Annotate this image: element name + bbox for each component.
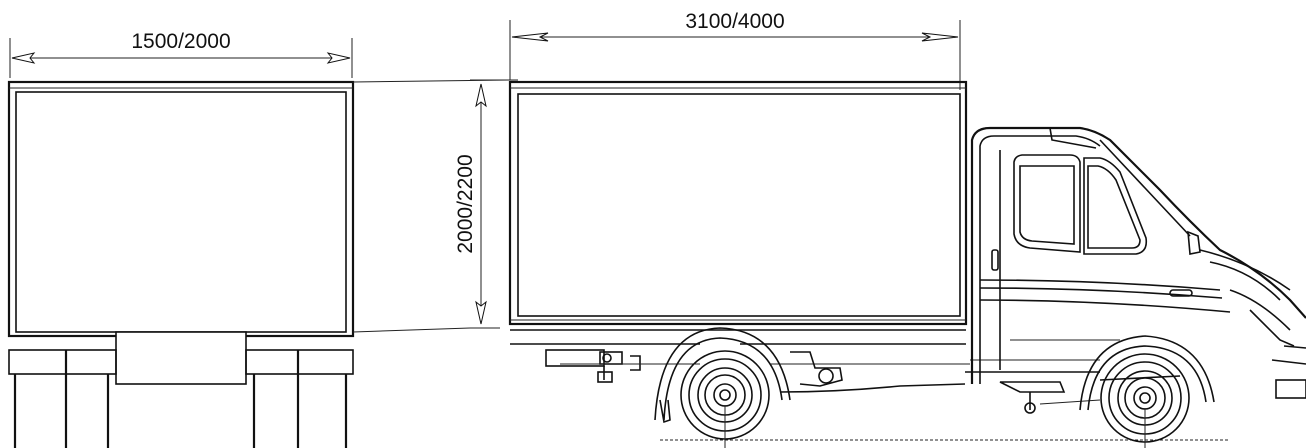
rear-left-frame xyxy=(8,349,117,375)
cab-window-front xyxy=(1013,154,1081,253)
front-wheel xyxy=(1079,335,1215,448)
cab-window-side xyxy=(1083,157,1148,255)
rear-right-frame xyxy=(245,349,354,375)
body-height-label: 2000/2200 xyxy=(454,154,477,253)
rear-view: 1500/2000 xyxy=(7,30,513,448)
side-mirror xyxy=(1187,230,1201,255)
side-view: 3100/4000 xyxy=(508,10,1306,448)
chassis xyxy=(545,349,1230,441)
cargo-box xyxy=(508,80,968,345)
front-width-dimension: 1500/2000 xyxy=(9,30,353,78)
cab xyxy=(970,126,1306,399)
rear-box-outline xyxy=(7,80,355,338)
side-length-label: 3100/4000 xyxy=(685,10,784,33)
height-dimension: 2000/2200 xyxy=(454,79,518,329)
rear-box-door xyxy=(15,91,347,333)
rear-bumper xyxy=(115,331,247,385)
front-width-label: 1500/2000 xyxy=(131,30,230,53)
rear-wheel xyxy=(654,327,791,448)
side-length-dimension: 3100/4000 xyxy=(509,10,961,90)
